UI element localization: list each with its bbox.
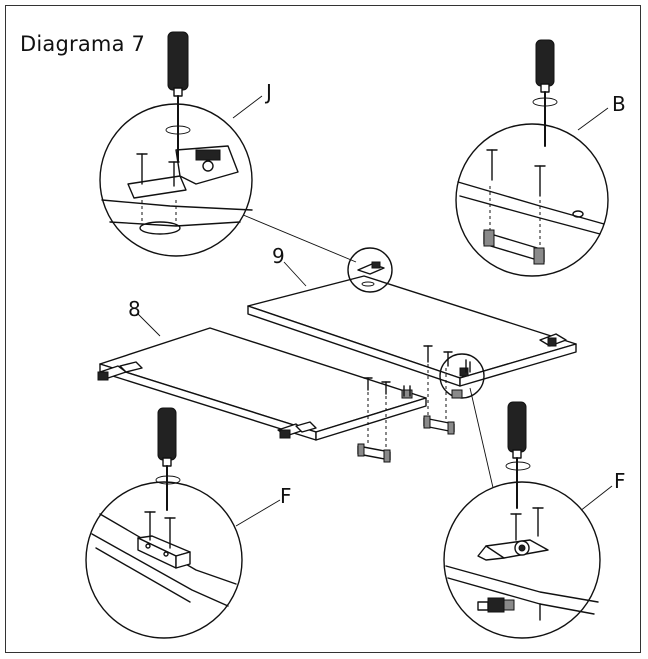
panel-9 (247, 275, 577, 387)
leader-line-b (577, 107, 609, 131)
latch-icon (477, 539, 549, 561)
handle-icon (357, 443, 391, 463)
hinge-icon (97, 361, 143, 381)
screw-icon (363, 377, 373, 391)
handle-icon (423, 415, 455, 435)
screw-icon (381, 381, 391, 395)
detail-marker-j (347, 247, 393, 293)
connector-line-f-right (469, 387, 495, 493)
leader-line-8 (137, 313, 161, 337)
handle-icon (483, 229, 545, 265)
connector-line-j (235, 211, 357, 263)
screwdriver-icon (167, 31, 189, 163)
screw-icon (510, 513, 522, 541)
screw-icon (532, 507, 544, 537)
screw-icon (403, 385, 411, 397)
detail-circle-f-right (443, 461, 601, 639)
screw-icon (164, 517, 176, 549)
callout-label-j: J (266, 80, 272, 104)
leader-line-9 (283, 261, 307, 287)
latch-icon (451, 359, 471, 399)
detail-circle-j (99, 103, 253, 257)
screw-icon (423, 345, 433, 363)
callout-label-b: B (612, 92, 626, 116)
callout-label-f-right: F (614, 469, 626, 493)
screw-icon (136, 153, 148, 185)
screw-icon (144, 511, 156, 541)
leader-line-f-left (235, 499, 281, 527)
leader-line-j (232, 95, 263, 119)
screwdriver-icon (507, 401, 527, 509)
screwdriver-icon (157, 407, 177, 511)
part-label-9: 9 (272, 244, 285, 268)
hinge-icon (277, 421, 317, 439)
screwdriver-icon (535, 39, 555, 147)
part-label-8: 8 (128, 297, 141, 321)
screw-icon (486, 149, 498, 181)
detail-circle-f-left (85, 475, 243, 639)
screw-icon (534, 165, 546, 197)
panel-8 (97, 327, 427, 441)
diagram-title: Diagrama 7 (20, 32, 146, 56)
callout-label-f-left: F (280, 484, 292, 508)
detail-circle-b (455, 97, 609, 277)
hinge-icon (357, 261, 385, 287)
hinge-icon (539, 333, 567, 347)
